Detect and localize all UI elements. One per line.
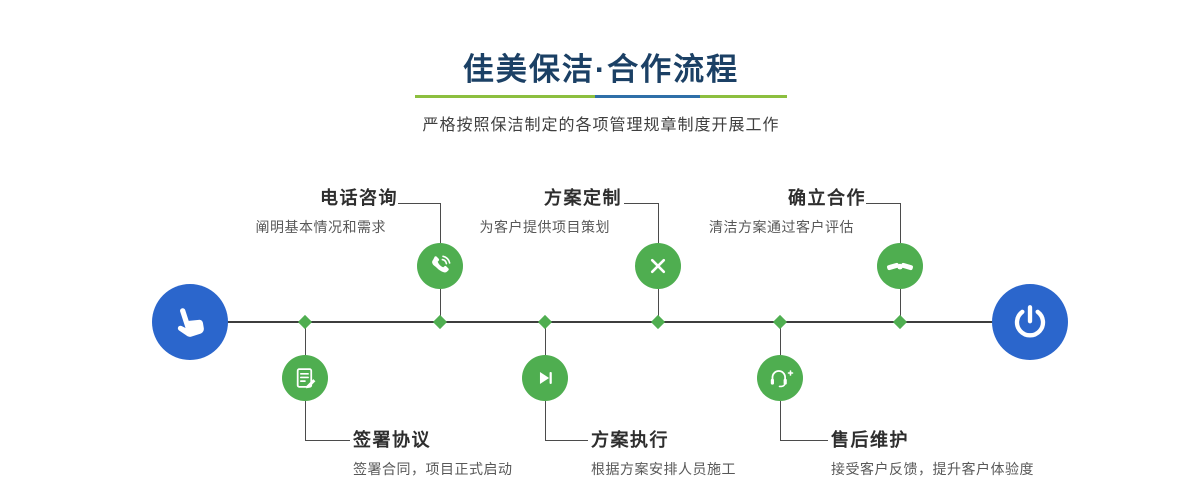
step-node-phone <box>417 243 463 289</box>
step-title: 确立合作 <box>788 188 866 208</box>
page-title: 佳美保洁·合作流程 <box>462 52 740 87</box>
step-description: 为客户提供项目策划 <box>479 219 610 235</box>
underline-green-segment <box>700 95 787 98</box>
step-description: 接受客户反馈，提升客户体验度 <box>831 461 1034 477</box>
timeline-line <box>190 321 1030 323</box>
step-node-aftersale <box>757 355 803 401</box>
connector-line <box>305 323 306 355</box>
step-title: 方案定制 <box>544 188 622 208</box>
connector-line <box>900 289 901 321</box>
connector-line <box>545 440 588 441</box>
timeline-diamond <box>650 314 666 330</box>
connector-line <box>440 289 441 321</box>
hand-pointer-icon <box>170 302 210 342</box>
connector-line <box>780 440 828 441</box>
underline-blue-segment <box>595 95 700 98</box>
design-icon <box>646 254 670 278</box>
connector-line <box>545 323 546 355</box>
timeline-diamond <box>892 314 908 330</box>
timeline-end-node <box>992 284 1068 360</box>
timeline-start-node <box>152 284 228 360</box>
title-underline <box>415 95 787 98</box>
connector-line <box>305 401 306 440</box>
step-description: 阐明基本情况和需求 <box>255 219 386 235</box>
phone-icon <box>427 253 453 279</box>
step-node-contract <box>282 355 328 401</box>
power-icon <box>1010 302 1050 342</box>
underline-green-segment <box>415 95 595 98</box>
page-subtitle: 严格按照保洁制定的各项管理规章制度开展工作 <box>422 117 780 134</box>
connector-line <box>624 203 658 204</box>
connector-line <box>440 203 441 243</box>
step-node-execute <box>522 355 568 401</box>
step-node-design <box>635 243 681 289</box>
step-label-cooperation: 确立合作 清洁方案通过客户评估 <box>628 186 866 236</box>
step-title: 方案执行 <box>591 430 669 450</box>
connector-line <box>780 401 781 440</box>
connector-line <box>900 203 901 243</box>
connector-line <box>658 289 659 321</box>
step-label-execute: 方案执行 根据方案安排人员施工 <box>591 428 851 478</box>
step-description: 清洁方案通过客户评估 <box>709 219 854 235</box>
step-title: 售后维护 <box>831 430 909 450</box>
step-title: 签署协议 <box>353 430 431 450</box>
connector-line <box>780 323 781 355</box>
timeline-diamond <box>772 314 788 330</box>
step-label-design: 方案定制 为客户提供项目策划 <box>384 186 622 236</box>
connector-line <box>305 440 350 441</box>
play-icon <box>534 367 556 389</box>
step-label-contract: 签署协议 签署合同，项目正式启动 <box>353 428 613 478</box>
step-label-phone: 电话咨询 阐明基本情况和需求 <box>158 186 398 236</box>
timeline-diamond <box>432 314 448 330</box>
connector-line <box>545 401 546 440</box>
connector-line <box>866 203 900 204</box>
timeline-diamond <box>297 314 313 330</box>
headset-icon <box>767 366 794 391</box>
handshake-icon <box>886 252 914 280</box>
step-description: 签署合同，项目正式启动 <box>353 461 513 477</box>
step-title: 电话咨询 <box>320 188 398 208</box>
step-node-cooperation <box>877 243 923 289</box>
step-label-aftersale: 售后维护 接受客户反馈，提升客户体验度 <box>831 428 1111 478</box>
connector-line <box>398 203 440 204</box>
timeline-diamond <box>537 314 553 330</box>
step-description: 根据方案安排人员施工 <box>591 461 736 477</box>
contract-icon <box>293 366 318 391</box>
connector-line <box>658 203 659 243</box>
